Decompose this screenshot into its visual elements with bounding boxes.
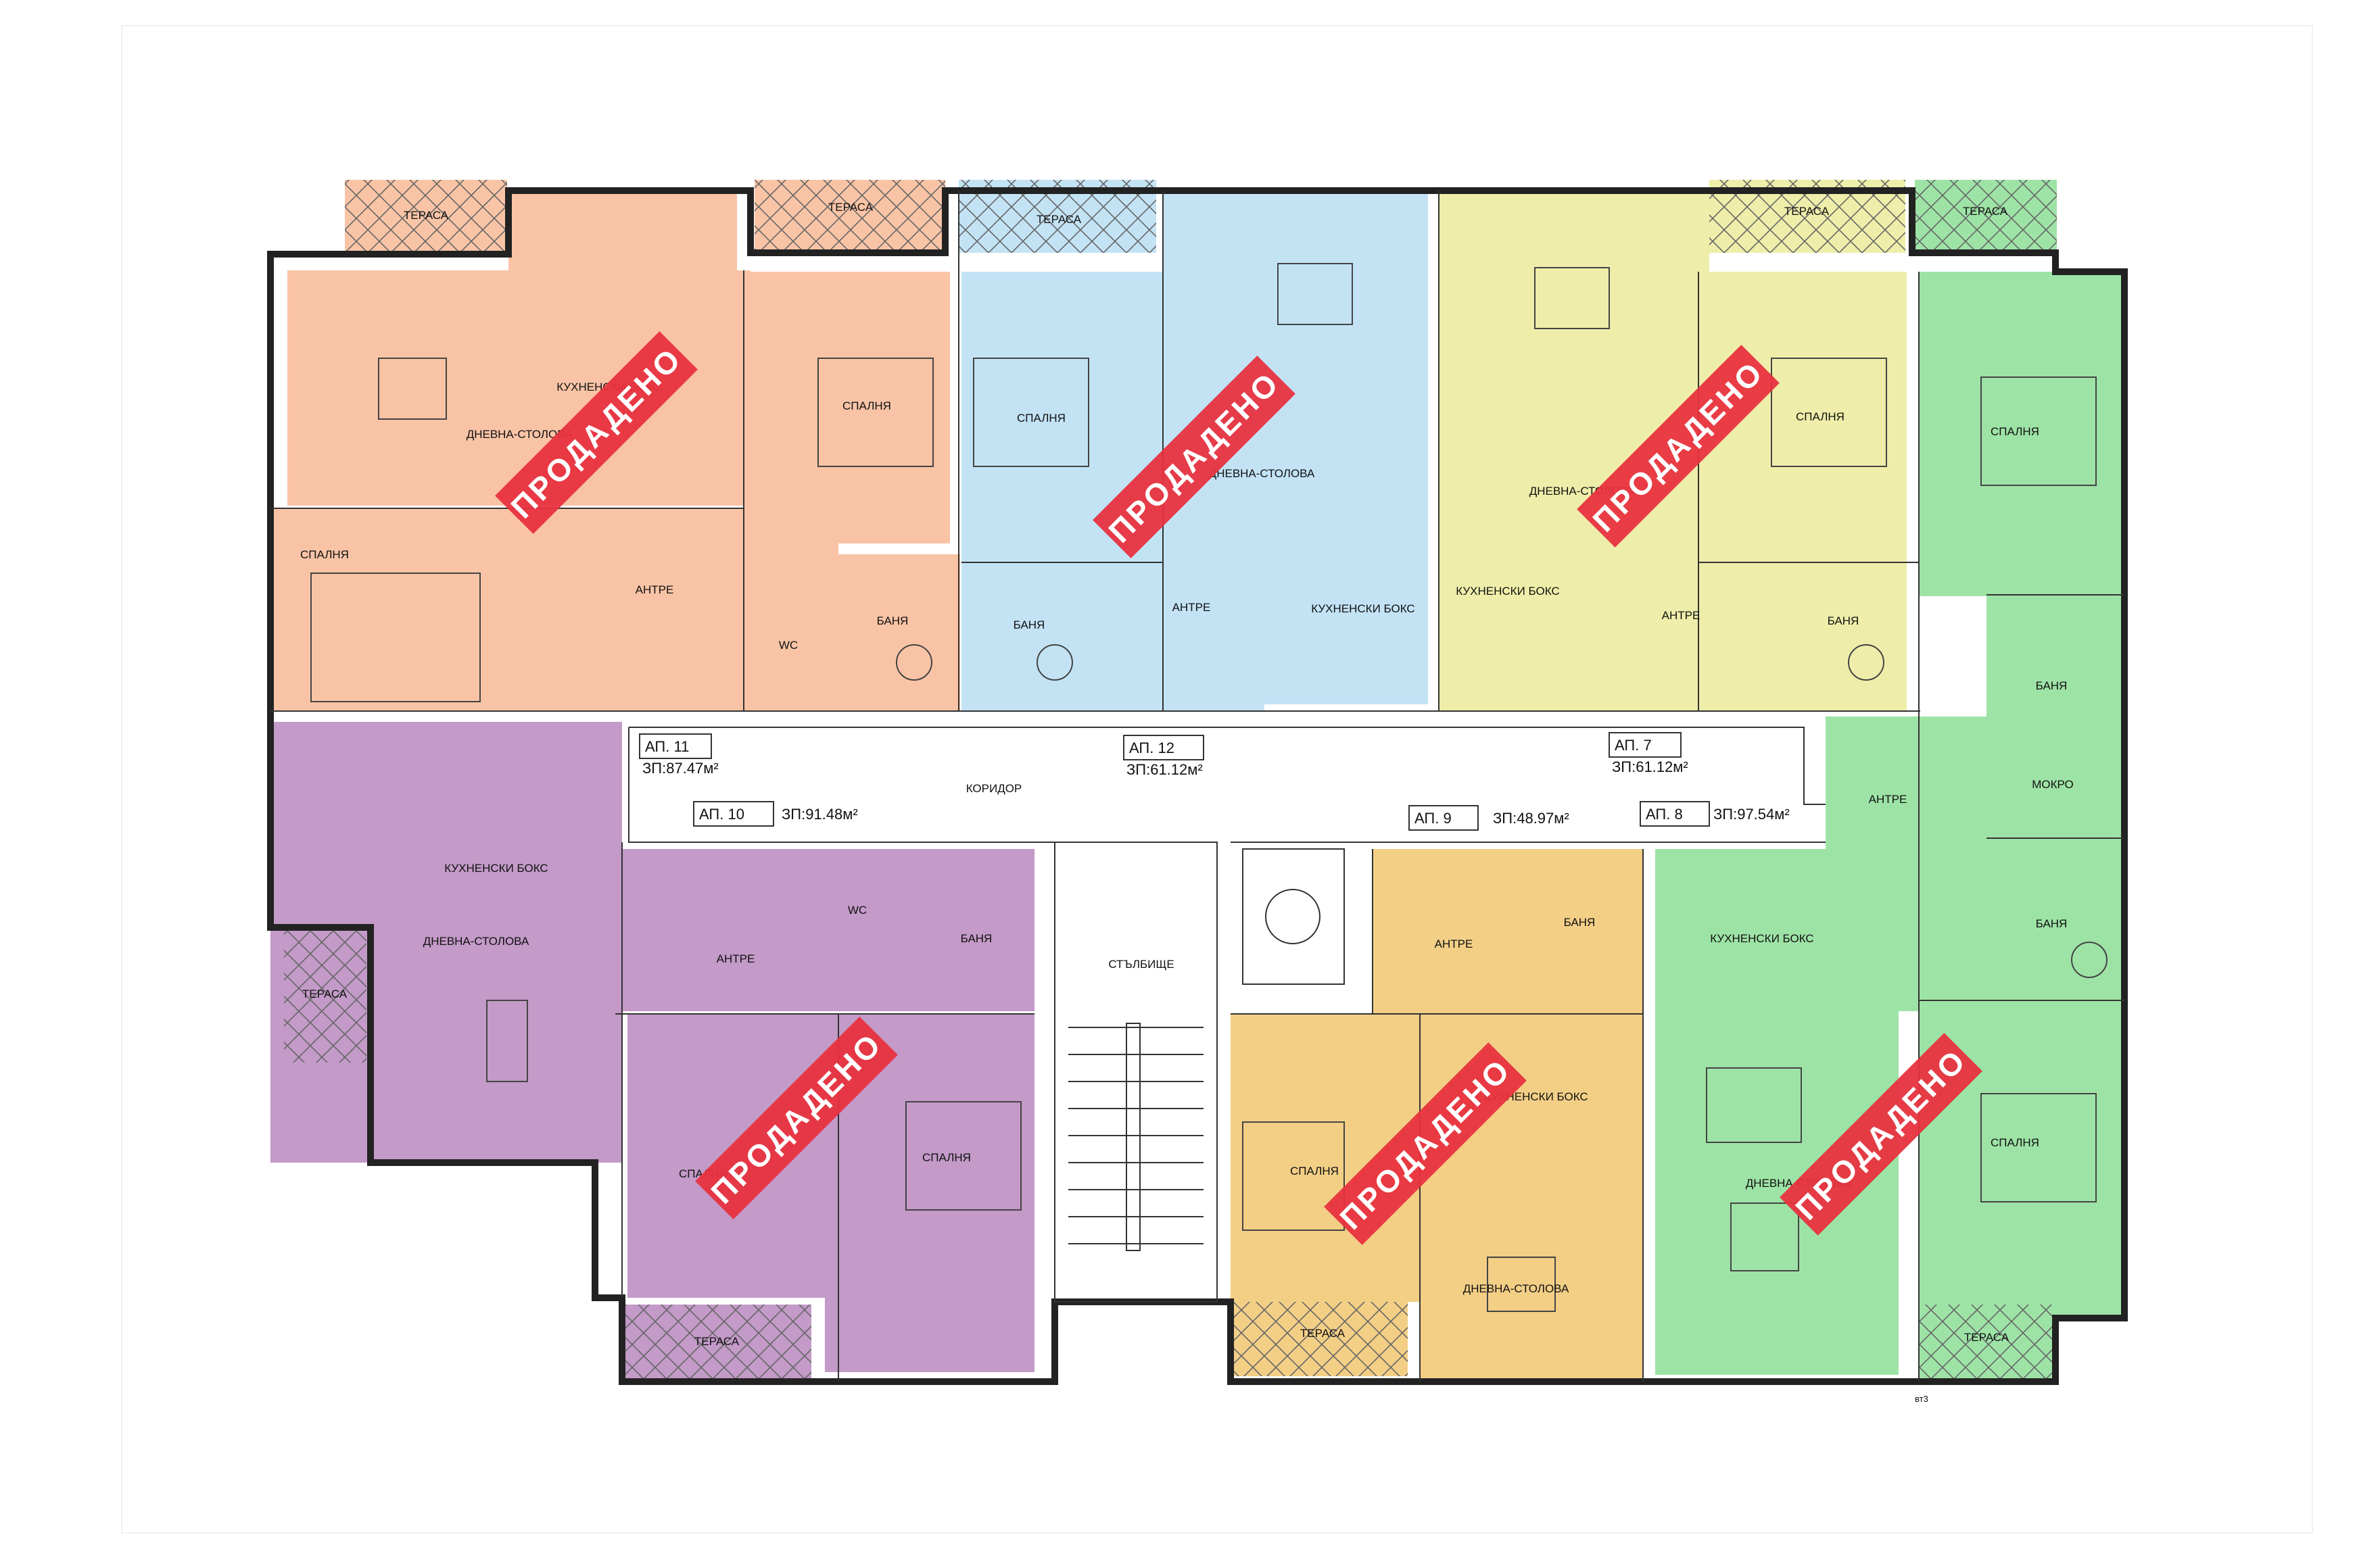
- apt9-living: [1420, 1014, 1643, 1379]
- label-hall-a8: АНТРЕ: [1869, 793, 1907, 806]
- apartment-11[interactable]: [270, 180, 960, 711]
- label-hall-a7: АНТРЕ: [1662, 609, 1700, 622]
- label-bath-a11: БАНЯ: [877, 614, 909, 627]
- tag-apt-10[interactable]: АП. 10 ЗП:91.48м²: [693, 801, 858, 827]
- apt8-bedroom-top: [1919, 272, 2122, 596]
- apt11-kitchen-area: [508, 191, 737, 278]
- label-bath-a7: БАНЯ: [1828, 614, 1859, 627]
- label-bedroom-a11-left: СПАЛНЯ: [300, 548, 349, 561]
- tag-apt-9[interactable]: АП. 9 ЗП:48.97м²: [1408, 805, 1569, 831]
- label-kitchen-a10: КУХНЕНСКИ БОКС: [444, 862, 548, 875]
- page-frame: [121, 25, 2313, 1534]
- label-hall-a10: АНТРЕ: [717, 952, 755, 965]
- label-bedroom-a10-right: СПАЛНЯ: [922, 1151, 971, 1164]
- label-hall-a11: АНТРЕ: [636, 583, 674, 596]
- label-bedroom-a7: СПАЛНЯ: [1796, 410, 1844, 423]
- apt9-label: АП. 9: [1414, 810, 1452, 827]
- apt9-hall: [1373, 849, 1643, 1018]
- wheelchair-icon: [1265, 889, 1320, 944]
- label-hall-a9: АНТРЕ: [1435, 938, 1473, 950]
- label-living-a10: ДНЕВНА-СТОЛОВА: [423, 935, 529, 948]
- apt11-label: АП. 11: [645, 738, 689, 755]
- label-bath-a9: БАНЯ: [1564, 916, 1596, 929]
- apt11-living-area: [287, 270, 751, 506]
- apt11-area: ЗП:87.47м²: [642, 760, 719, 777]
- label-bedroom-a8-top: СПАЛНЯ: [1991, 425, 2039, 438]
- apt12-hall: [1095, 562, 1264, 711]
- tag-apt-8[interactable]: АП. 8 ЗП:97.54м²: [1640, 801, 1790, 827]
- apt11-bedroom-left: [270, 508, 588, 711]
- label-kitchen-a7: КУХНЕНСКИ БОКС: [1456, 585, 1559, 598]
- apt10-area: ЗП:91.48м²: [782, 806, 858, 823]
- label-bedroom-a9: СПАЛНЯ: [1290, 1165, 1339, 1177]
- apt12-area: ЗП:61.12м²: [1126, 761, 1203, 778]
- label-terrace-a8-bottom: ТЕРАСА: [1964, 1331, 2009, 1344]
- apt12-label: АП. 12: [1129, 739, 1174, 756]
- label-wc-a10: WC: [848, 904, 867, 917]
- label-terrace-a9: ТЕРАСА: [1300, 1327, 1346, 1340]
- apt12-bath: [961, 562, 1097, 711]
- label-living-a12: ДНЕВНА-СТОЛОВА: [1209, 467, 1315, 480]
- walls: [267, 187, 2128, 1385]
- apt8-bath-2: [1986, 838, 2122, 1000]
- apt10-label: АП. 10: [699, 806, 744, 823]
- label-bedroom-a12: СПАЛНЯ: [1017, 412, 1066, 424]
- label-terrace-a7: ТЕРАСА: [1784, 205, 1830, 218]
- label-corridor: КОРИДОР: [966, 782, 1022, 795]
- label-terrace-a11-2: ТЕРАСА: [828, 201, 874, 214]
- apt8-bath-1: [1986, 595, 2122, 838]
- label-terrace-a8-top: ТЕРАСА: [1963, 205, 2008, 218]
- apt11-hall: [588, 508, 838, 711]
- label-living-a11: ДНЕВНА-СТОЛОВА: [467, 428, 573, 441]
- apt8-kitchen: [1655, 849, 1986, 1011]
- apt9-area: ЗП:48.97м²: [1493, 810, 1569, 827]
- label-kitchen-a12: КУХНЕНСКИ БОКС: [1311, 602, 1414, 615]
- label-bath-a12: БАНЯ: [1014, 618, 1045, 631]
- label-terrace-a12: ТЕРАСА: [1037, 213, 1082, 226]
- label-stairs: СТЪЛБИЩЕ: [1108, 958, 1174, 971]
- apartment-tags: АП. 11 ЗП:87.47м² АП. 12 ЗП:61.12м² АП. …: [639, 732, 1790, 831]
- tag-apt-12[interactable]: АП. 12 ЗП:61.12м²: [1123, 735, 1204, 778]
- floor-code: вт3: [1915, 1394, 1928, 1404]
- apartment-10[interactable]: [270, 722, 1034, 1379]
- label-bedroom-a8-bottom: СПАЛНЯ: [1991, 1136, 2039, 1149]
- label-kitchen-a8: КУХНЕНСКИ БОКС: [1710, 932, 1813, 945]
- apt10-hall: [615, 849, 1034, 1011]
- label-terrace-a11-1: ТЕРАСА: [404, 209, 449, 222]
- tag-apt-11[interactable]: АП. 11 ЗП:87.47м²: [639, 733, 719, 777]
- furniture: [310, 263, 2108, 1312]
- label-wc-a11: WC: [779, 639, 798, 652]
- apt7-label: АП. 7: [1615, 737, 1652, 754]
- apt7-hall: [1602, 514, 1771, 711]
- apartment-8[interactable]: [1655, 180, 2122, 1379]
- label-terrace-a10: ТЕРАСА: [302, 988, 348, 1000]
- label-bath-a8-1: БАНЯ: [2036, 679, 2068, 692]
- apt11-bedroom-right: [744, 272, 950, 543]
- elevator: [1242, 848, 1345, 985]
- label-bath-a8-2: БАНЯ: [2036, 917, 2068, 930]
- label-wet-a8: МОКРО: [2032, 778, 2073, 791]
- tag-apt-7[interactable]: АП. 7 ЗП:61.12м²: [1609, 732, 1688, 775]
- apt11-bath: [825, 554, 960, 711]
- apt7-area: ЗП:61.12м²: [1612, 758, 1688, 775]
- apt7-bath: [1770, 562, 1907, 711]
- apt8-area: ЗП:97.54м²: [1713, 806, 1790, 823]
- label-hall-a12: АНТРЕ: [1172, 601, 1211, 614]
- label-bedroom-a11-right: СПАЛНЯ: [842, 399, 891, 412]
- label-terrace-a10-bottom: ТЕРАСА: [694, 1335, 740, 1348]
- staircase: [1068, 1023, 1204, 1251]
- apt8-label: АП. 8: [1646, 806, 1683, 823]
- label-living-a9: ДНЕВНА-СТОЛОВА: [1463, 1282, 1569, 1295]
- label-bath-a10: БАНЯ: [961, 932, 993, 945]
